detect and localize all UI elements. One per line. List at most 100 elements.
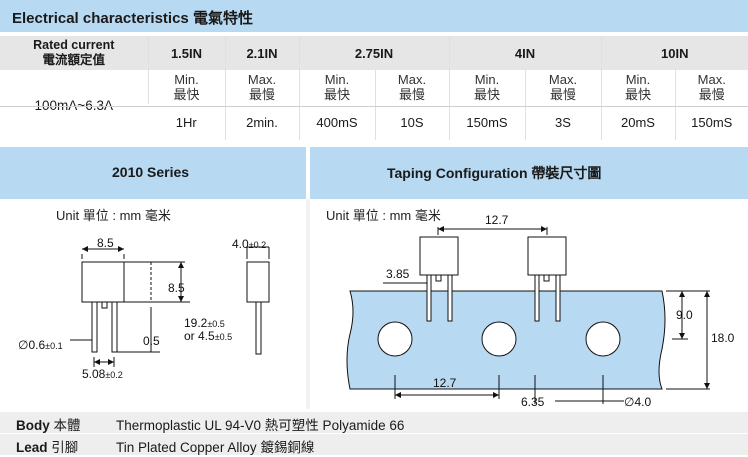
lead-material: Tin Plated Copper Alloy 鍍錫銅線 (116, 440, 315, 455)
dim-thickness-tolerance: ±0.2 (248, 240, 267, 250)
dim-width: 8.5 (97, 236, 114, 250)
time-value: 2min. (224, 104, 299, 140)
dim-thickness-value: 4.0 (232, 237, 249, 251)
taping-drawing (346, 226, 710, 404)
body-material: Thermoplastic UL 94-V0 熱可塑性 Polyamide 66 (116, 418, 405, 433)
taped-fuse-notch (435, 274, 442, 282)
series-drawing (70, 246, 270, 367)
limit-label: Max.最慢 (224, 70, 299, 104)
column-header: 2.75IN (298, 36, 449, 70)
dim-lead-length-tolerance: ±0.5 (207, 319, 225, 329)
dim-lead-diameter-value: ∅0.6 (18, 338, 46, 352)
limit-label-en: Min. (324, 72, 350, 87)
limit-label: Max.最慢 (374, 70, 449, 104)
series-unit-note: Unit 單位 : mm 毫米 (56, 208, 171, 223)
dim-pitch: 5.08±0.2 (82, 367, 123, 381)
time-value: 3S (524, 104, 601, 140)
limit-label-en: Max. (397, 72, 427, 87)
limit-label-en: Max. (548, 72, 578, 87)
lead-label-cn: 引腳 (51, 440, 79, 455)
limit-label: Min.最快 (448, 70, 525, 104)
fuse-side-body (246, 261, 270, 303)
limit-label: Min.最快 (298, 70, 375, 104)
limit-label-en: Min. (625, 72, 651, 87)
column-header: 10IN (600, 36, 748, 70)
characteristics-table: Rated current 電流額定值 1.5IN 2.1IN 2.75IN 4… (0, 36, 748, 140)
limit-label-cn: 最快 (473, 87, 500, 102)
limit-label: Max.最慢 (674, 70, 748, 104)
header-bar (0, 0, 748, 32)
limit-label-cn: 最慢 (248, 87, 275, 102)
dim-standoff: 0.5 (143, 334, 160, 348)
taped-fuse-body (419, 236, 459, 276)
taped-fuse-body (527, 236, 567, 276)
taping-title: Taping Configuration 帶裝尺寸圖 (387, 165, 602, 181)
rated-current-label-cn: 電流額定值 (42, 53, 105, 67)
sprocket-hole (585, 321, 621, 357)
fuse-side-lead (255, 301, 262, 355)
series-title: 2010 Series (112, 164, 190, 180)
time-value: 1Hr (175, 114, 197, 130)
fuse-lead (91, 301, 98, 353)
limit-label-en: Min. (174, 72, 199, 87)
limit-label-en: Max. (247, 72, 277, 87)
dim-hole-diameter: ∅4.0 (624, 395, 652, 409)
taping-header-bar (310, 147, 748, 199)
limit-label: Max.最慢 (524, 70, 601, 104)
body-label: Body 本體 (16, 414, 81, 434)
dim-lead-length-value: 19.2 (184, 316, 208, 330)
limit-label-cn: 最快 (173, 87, 200, 102)
dim-height: 8.5 (168, 281, 185, 295)
dim-tape-width: 18.0 (711, 331, 735, 345)
taped-fuse-lead (534, 274, 540, 322)
dim-lead-length: 19.2±0.5 (184, 316, 225, 330)
lead-label-en: Lead (16, 440, 48, 455)
page-title: Electrical characteristics 電氣特性 (12, 10, 253, 27)
taped-fuse-lead (426, 274, 432, 322)
lead-row (0, 434, 748, 455)
taped-fuse-lead (447, 274, 453, 322)
panel-divider (306, 199, 310, 409)
limit-label-cn: 最慢 (398, 87, 425, 102)
dim-lead-diameter: ∅0.6±0.1 (18, 338, 63, 352)
rated-current-label: Rated current (33, 38, 115, 52)
limit-label: Min.最快 (600, 70, 675, 104)
dim-component-pitch: 12.7 (485, 213, 509, 227)
limit-label-en: Min. (474, 72, 500, 87)
body-row (0, 412, 748, 433)
dim-offset: 3.85 (386, 267, 410, 281)
table-divider (0, 106, 748, 107)
limit-label-cn: 最慢 (549, 87, 576, 102)
dim-thickness: 4.0±0.2 (232, 237, 266, 251)
sprocket-hole (481, 321, 517, 357)
fuse-notch (101, 301, 108, 309)
taped-fuse-lead (555, 274, 561, 322)
dim-lead-diameter-tolerance: ±0.1 (45, 341, 63, 351)
current-range: 100mA~6.3A (34, 97, 113, 113)
time-value: 10S (374, 104, 449, 140)
time-value: 150mS (448, 104, 525, 140)
column-header: 1.5IN (147, 36, 225, 70)
limit-label-cn: 最慢 (698, 87, 725, 102)
time-value: 150mS (674, 104, 748, 140)
time-value: 20mS (600, 104, 675, 140)
sprocket-hole (377, 321, 413, 357)
lead-label: Lead 引腳 (16, 436, 78, 456)
fuse-body (81, 261, 125, 303)
series-header-bar (0, 147, 306, 199)
body-label-cn: 本體 (53, 418, 81, 433)
taping-unit-note: Unit 單位 : mm 毫米 (326, 208, 441, 223)
dim-lead-length-alt-value: or 4.5 (184, 329, 215, 343)
limit-label-en: Max. (697, 72, 726, 87)
body-label-en: Body (16, 418, 50, 433)
column-header: 2.1IN (224, 36, 299, 70)
fuse-lead (111, 301, 118, 353)
time-value: 400mS (298, 104, 375, 140)
dim-hole-row: 9.0 (676, 308, 693, 322)
taped-fuse-notch (543, 274, 550, 282)
dim-hole-offset: 6.35 (521, 395, 545, 409)
column-header: 4IN (448, 36, 601, 70)
dim-pitch-value: 5.08 (82, 367, 106, 381)
dim-lead-length-alt: or 4.5±0.5 (184, 329, 232, 343)
limit-label-cn: 最快 (624, 87, 651, 102)
